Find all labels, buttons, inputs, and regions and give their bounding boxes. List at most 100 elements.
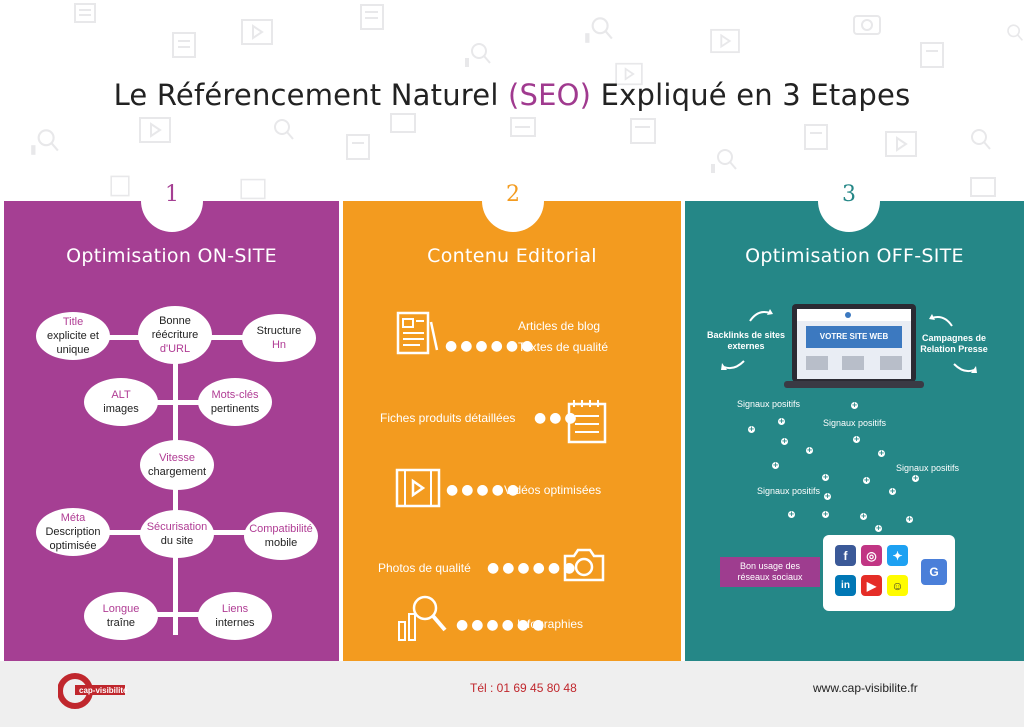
document-icon (395, 310, 441, 362)
document-icon (508, 116, 538, 138)
document-icon (968, 176, 998, 198)
svg-text:cap-visibilité: cap-visibilité (79, 686, 128, 695)
instagram-icon: ◎ (861, 545, 882, 566)
label-infographies: Infographies (517, 617, 584, 631)
panel-title-offsite: Optimisation OFF-SITE (745, 245, 964, 267)
video-icon (612, 62, 646, 86)
label-signaux: Signaux positifs (757, 486, 821, 496)
linkedin-icon: in (835, 575, 856, 596)
plus-dot: + (851, 401, 858, 409)
checklist-icon (344, 132, 372, 162)
plus-dot: + (863, 476, 870, 484)
plus-dot: + (748, 425, 755, 433)
google-my-business-icon: G (921, 559, 947, 585)
label-signaux: Signaux positifs (823, 418, 887, 428)
video-icon (138, 116, 172, 144)
plus-dot: + (889, 487, 896, 495)
document-icon (72, 2, 102, 24)
video-icon (240, 18, 274, 46)
plus-dot: + (778, 417, 785, 425)
plus-dot: + (860, 512, 867, 520)
footer (0, 661, 1024, 727)
video-icon (395, 468, 441, 512)
video-icon (884, 130, 918, 158)
step-number-2: 2 (482, 170, 544, 232)
camera-icon (562, 546, 606, 588)
tree-branch (120, 400, 230, 405)
youtube-icon: ▶ (861, 575, 882, 596)
checklist-icon (170, 30, 198, 60)
video-icon (236, 178, 270, 200)
arrow-icon (748, 307, 774, 327)
plus-dot: + (878, 449, 885, 457)
page-title: Le Référencement Naturel (SEO) Expliqué … (113, 78, 911, 112)
facebook-icon: f (835, 545, 856, 566)
laptop-screen-label: VOTRE SITE WEB (819, 332, 889, 341)
plus-dot: + (906, 515, 913, 523)
label-fiches: Fiches produits détaillées (380, 411, 516, 425)
magnifier-chart-icon (962, 126, 992, 156)
checklist-icon (108, 174, 132, 198)
document-icon (388, 112, 418, 134)
plus-dot: + (822, 473, 829, 481)
checklist-icon (566, 398, 610, 450)
label-photos: Photos de qualité (378, 561, 471, 575)
panel-title-onsite: Optimisation ON-SITE (66, 245, 277, 267)
dots-connector: ●●●●●● (456, 617, 548, 633)
tree-branch (120, 612, 230, 617)
plus-dot: + (781, 437, 788, 445)
panel-title-editorial: Contenu Editorial (427, 245, 597, 267)
magnifier-chart-icon (462, 40, 492, 70)
step-number-3: 3 (818, 170, 880, 232)
document-icon (358, 2, 388, 32)
seo-highlight: (SEO) (508, 78, 592, 112)
label-videos: Vidéos optimisées (504, 483, 602, 497)
plus-dot: + (853, 435, 860, 443)
label-textes: Textes de qualité (518, 340, 609, 354)
dots-connector: ●●●●●● (487, 560, 579, 576)
magnifier-chart-icon (1000, 20, 1024, 48)
plus-dot: + (788, 510, 795, 518)
checklist-icon (802, 122, 830, 152)
camera-icon (852, 10, 882, 36)
arrow-icon (952, 360, 978, 380)
panel-editorial: Contenu Editorial (343, 201, 681, 661)
arrow-icon (720, 357, 746, 377)
label-signaux: Signaux positifs (896, 463, 960, 473)
snapchat-icon: ☺ (887, 575, 908, 596)
laptop-icon (784, 302, 924, 394)
footer-website[interactable]: www.cap-visibilite.fr (813, 681, 918, 695)
magnifier-chart-icon (264, 116, 296, 146)
panel-onsite: Optimisation ON-SITE (4, 201, 339, 661)
dots-connector: ●●●●●● (445, 338, 537, 354)
checklist-icon (918, 40, 946, 70)
label-signaux: Signaux positifs (737, 399, 801, 409)
plus-dot: + (875, 524, 882, 532)
dots-connector: ●●● (534, 410, 580, 426)
magnifier-chart-icon (582, 14, 614, 46)
plus-dot: + (772, 461, 779, 469)
arrow-icon (928, 312, 954, 332)
dots-connector: ●●●●● (446, 482, 523, 498)
video-icon (708, 28, 742, 54)
twitter-icon: ✦ (887, 545, 908, 566)
plus-dot: + (806, 446, 813, 454)
magnifier-chart-icon (708, 146, 738, 176)
magnifier-chart-icon (395, 592, 451, 648)
label-articles: Articles de blog (518, 319, 601, 333)
footer-telephone[interactable]: Tél : 01 69 45 80 48 (470, 681, 577, 695)
